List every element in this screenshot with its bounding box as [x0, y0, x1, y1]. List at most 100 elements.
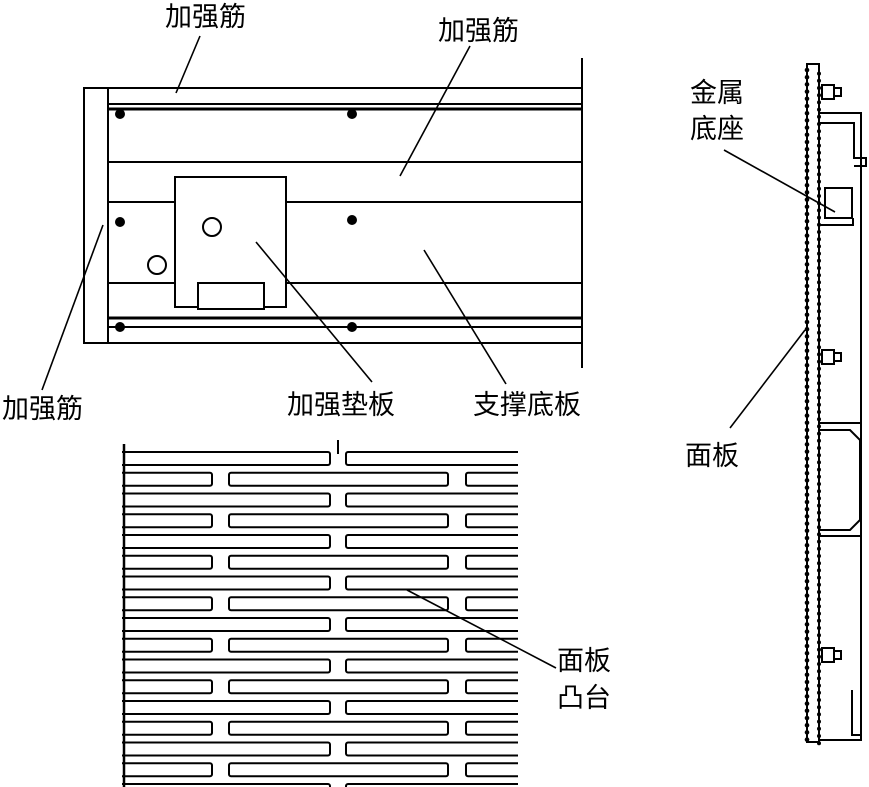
panel-boss — [228, 720, 449, 736]
side-base-inner — [819, 122, 867, 167]
leader-lines-top — [41, 35, 507, 391]
panel-serration — [804, 89, 810, 94]
panel-serration — [804, 334, 810, 339]
label-panel-boss-1: 面板 — [557, 646, 611, 677]
panel-serration — [804, 730, 810, 735]
bolt-bottom-head — [833, 650, 842, 660]
panel-serration — [817, 489, 821, 494]
panel-serration — [804, 463, 810, 469]
panel-serration — [817, 280, 821, 285]
panel-serration — [817, 424, 821, 429]
label-panel-side: 面板 — [685, 441, 739, 472]
leader-rib-top-right — [399, 45, 471, 177]
panel-serration — [817, 215, 821, 220]
panel-serration — [817, 496, 821, 501]
panel-serration — [817, 604, 821, 609]
panel-serration — [817, 561, 821, 566]
bolt-top — [821, 84, 835, 100]
panel-serration — [817, 719, 821, 724]
panel-boss — [345, 575, 518, 591]
labels: 加强筋 加强筋 加强筋 加强垫板 支撑底板 金属 底座 面板 面板 凸台 — [2, 2, 744, 714]
panel-serration — [817, 690, 821, 695]
panel-serration — [804, 658, 810, 663]
panel-serration — [804, 470, 810, 476]
panel-serration — [817, 417, 821, 422]
panel-serration — [817, 676, 821, 681]
outer-frame — [83, 87, 582, 344]
bolt-middle — [821, 349, 835, 365]
panel-boss — [122, 658, 331, 674]
panel-serration — [804, 593, 810, 598]
panel-serration — [804, 211, 810, 217]
panel-serration — [817, 258, 821, 263]
panel-serration — [804, 125, 810, 130]
panel-boss — [122, 575, 331, 591]
panel-serration — [817, 150, 821, 155]
panel-serration — [817, 618, 821, 623]
panel-serration — [817, 294, 821, 299]
panel-serration — [817, 129, 821, 134]
panel-serration — [804, 226, 810, 231]
panel-serration — [804, 586, 810, 591]
pad-plate-tab — [197, 282, 265, 310]
panel-serration — [817, 590, 821, 594]
panel-serration — [817, 460, 821, 465]
panel-serration — [817, 366, 821, 371]
leader-panel-boss — [406, 589, 557, 669]
panel-serration — [804, 694, 810, 699]
panel-serration — [804, 456, 810, 462]
panel-boss — [122, 617, 331, 632]
panel-serration — [804, 96, 810, 102]
panel-serration — [804, 132, 810, 138]
label-rib-left: 加强筋 — [2, 394, 83, 425]
panel-serration — [804, 384, 810, 390]
panel-serration — [804, 262, 810, 267]
panel-serration — [817, 158, 821, 162]
panel-serration — [804, 175, 810, 181]
panel-serration — [817, 482, 821, 486]
panel-serration — [817, 626, 821, 630]
panel-serration — [817, 266, 821, 270]
panel-boss — [228, 471, 449, 487]
rivet — [115, 217, 125, 227]
leader-pad-plate — [255, 241, 373, 383]
panel-boss — [228, 762, 449, 778]
panel-serration — [817, 165, 821, 170]
panel-serration — [804, 168, 810, 174]
panel-serration — [817, 431, 821, 436]
pad-hole — [202, 217, 222, 237]
panel-serration — [817, 71, 821, 76]
panel-serration — [817, 86, 821, 90]
rivet — [115, 322, 125, 332]
panel-serration — [804, 326, 810, 332]
panel-serration — [817, 705, 821, 710]
panel-serration — [817, 712, 821, 717]
panel-serration — [817, 525, 821, 530]
panel-serration — [817, 273, 821, 278]
leader-rib-left — [41, 224, 104, 391]
panel-serration — [804, 449, 810, 454]
panel-boss — [345, 617, 518, 632]
panel-serration — [804, 708, 810, 714]
base-hole — [147, 255, 167, 275]
panel-serration — [804, 413, 810, 418]
panel-boss — [122, 679, 213, 695]
panel-serration — [817, 698, 821, 702]
panel-serration — [804, 478, 810, 483]
panel-serration — [817, 78, 821, 83]
panel-serration — [817, 136, 821, 141]
panel-serration — [817, 345, 821, 350]
leader-metal-base — [723, 149, 836, 213]
panel-serration — [804, 247, 810, 253]
panel-serration — [804, 672, 810, 678]
panel-serration — [817, 352, 821, 357]
panel-serration — [804, 146, 810, 152]
panel-serration — [804, 571, 810, 577]
panel-serration — [817, 93, 821, 98]
panel-serration — [817, 474, 821, 479]
panel-serration — [817, 633, 821, 638]
panel-boss — [345, 700, 518, 715]
leader-panel-side — [729, 329, 806, 429]
panel-serration — [817, 381, 821, 386]
